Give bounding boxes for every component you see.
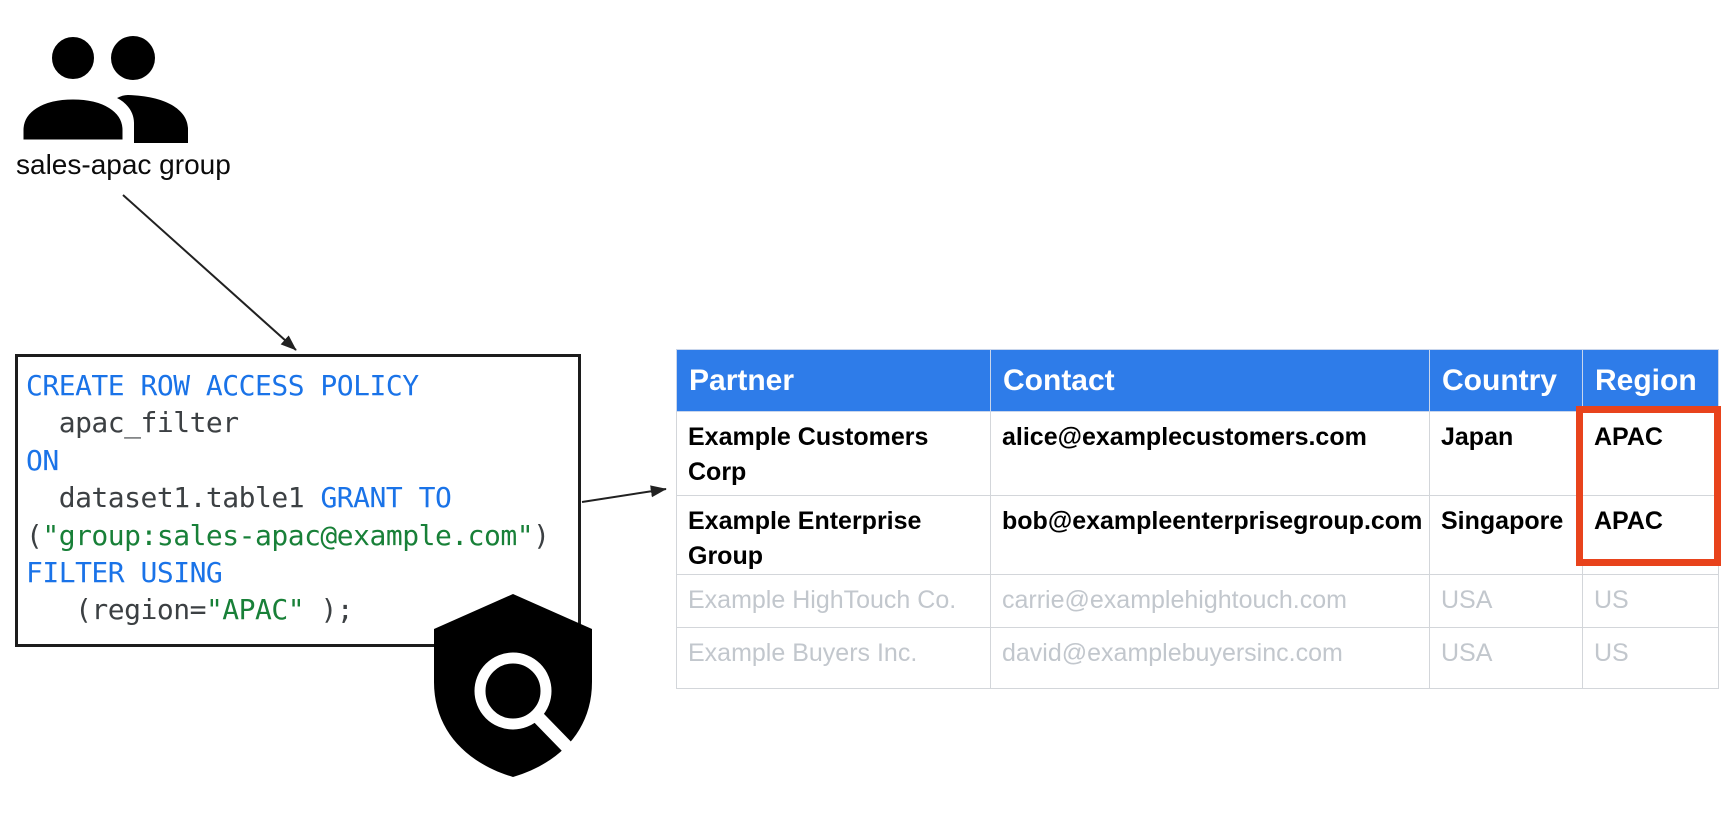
code-line: FILTER USING <box>26 554 574 591</box>
cell-country: USA <box>1429 627 1583 689</box>
code-token: "APAC" <box>205 593 305 627</box>
code-line: CREATE ROW ACCESS POLICY <box>26 367 574 404</box>
code-token: apac_filter <box>26 406 239 440</box>
cell-region: APAC <box>1582 411 1719 496</box>
arrow-policy-to-table <box>581 485 667 503</box>
cell-contact: carrie@examplehightouch.com <box>990 574 1430 628</box>
code-line: apac_filter <box>26 404 574 441</box>
code-token: GRANT TO <box>320 481 452 515</box>
table-row: Example Buyers Inc. david@examplebuyersi… <box>676 627 1719 689</box>
code-line: dataset1.table1 GRANT TO <box>26 479 574 516</box>
code-line: (region="APAC" ); <box>26 591 574 628</box>
arrow-group-to-policy <box>122 194 297 351</box>
policy-code-box: CREATE ROW ACCESS POLICY apac_filter ON … <box>15 354 581 647</box>
table-row: Example Customers Corp alice@examplecust… <box>676 411 1719 496</box>
column-header-region: Region <box>1582 349 1719 412</box>
cell-region: APAC <box>1582 495 1719 575</box>
cell-region: US <box>1582 627 1719 689</box>
code-token: ON <box>26 443 59 477</box>
column-header-partner: Partner <box>676 349 991 412</box>
cell-partner: Example HighTouch Co. <box>676 574 991 628</box>
group-label: sales-apac group <box>16 149 231 180</box>
code-token: dataset1.table1 <box>26 481 321 515</box>
cell-country: Singapore <box>1429 495 1583 575</box>
people-group-icon <box>20 32 188 146</box>
code-token: (region= <box>26 593 206 627</box>
cell-partner: Example Buyers Inc. <box>676 627 991 689</box>
column-header-country: Country <box>1429 349 1583 412</box>
shield-search-icon <box>434 594 592 777</box>
code-token: ) <box>533 518 550 552</box>
cell-contact: david@examplebuyersinc.com <box>990 627 1430 689</box>
cell-contact: alice@examplecustomers.com <box>990 411 1430 496</box>
table-header-row: Partner Contact Country Region <box>676 349 1719 412</box>
cell-contact: bob@exampleenterprisegroup.com <box>990 495 1430 575</box>
partners-table: Partner Contact Country Region Example C… <box>676 349 1719 689</box>
code-token: ); <box>304 593 354 627</box>
cell-region: US <box>1582 574 1719 628</box>
column-header-contact: Contact <box>990 349 1430 412</box>
cell-partner: Example Enterprise Group <box>676 495 991 575</box>
table-row: Example Enterprise Group bob@exampleente… <box>676 495 1719 575</box>
cell-country: USA <box>1429 574 1583 628</box>
table-row: Example HighTouch Co. carrie@examplehigh… <box>676 574 1719 628</box>
cell-partner: Example Customers Corp <box>676 411 991 496</box>
code-token: ( <box>26 518 43 552</box>
code-token: "group:sales-apac@example.com" <box>42 518 534 552</box>
code-line: ON <box>26 442 574 479</box>
code-token: FILTER USING <box>26 556 223 590</box>
cell-country: Japan <box>1429 411 1583 496</box>
code-token: CREATE ROW ACCESS POLICY <box>26 369 419 402</box>
code-line: ("group:sales-apac@example.com") <box>26 517 574 554</box>
